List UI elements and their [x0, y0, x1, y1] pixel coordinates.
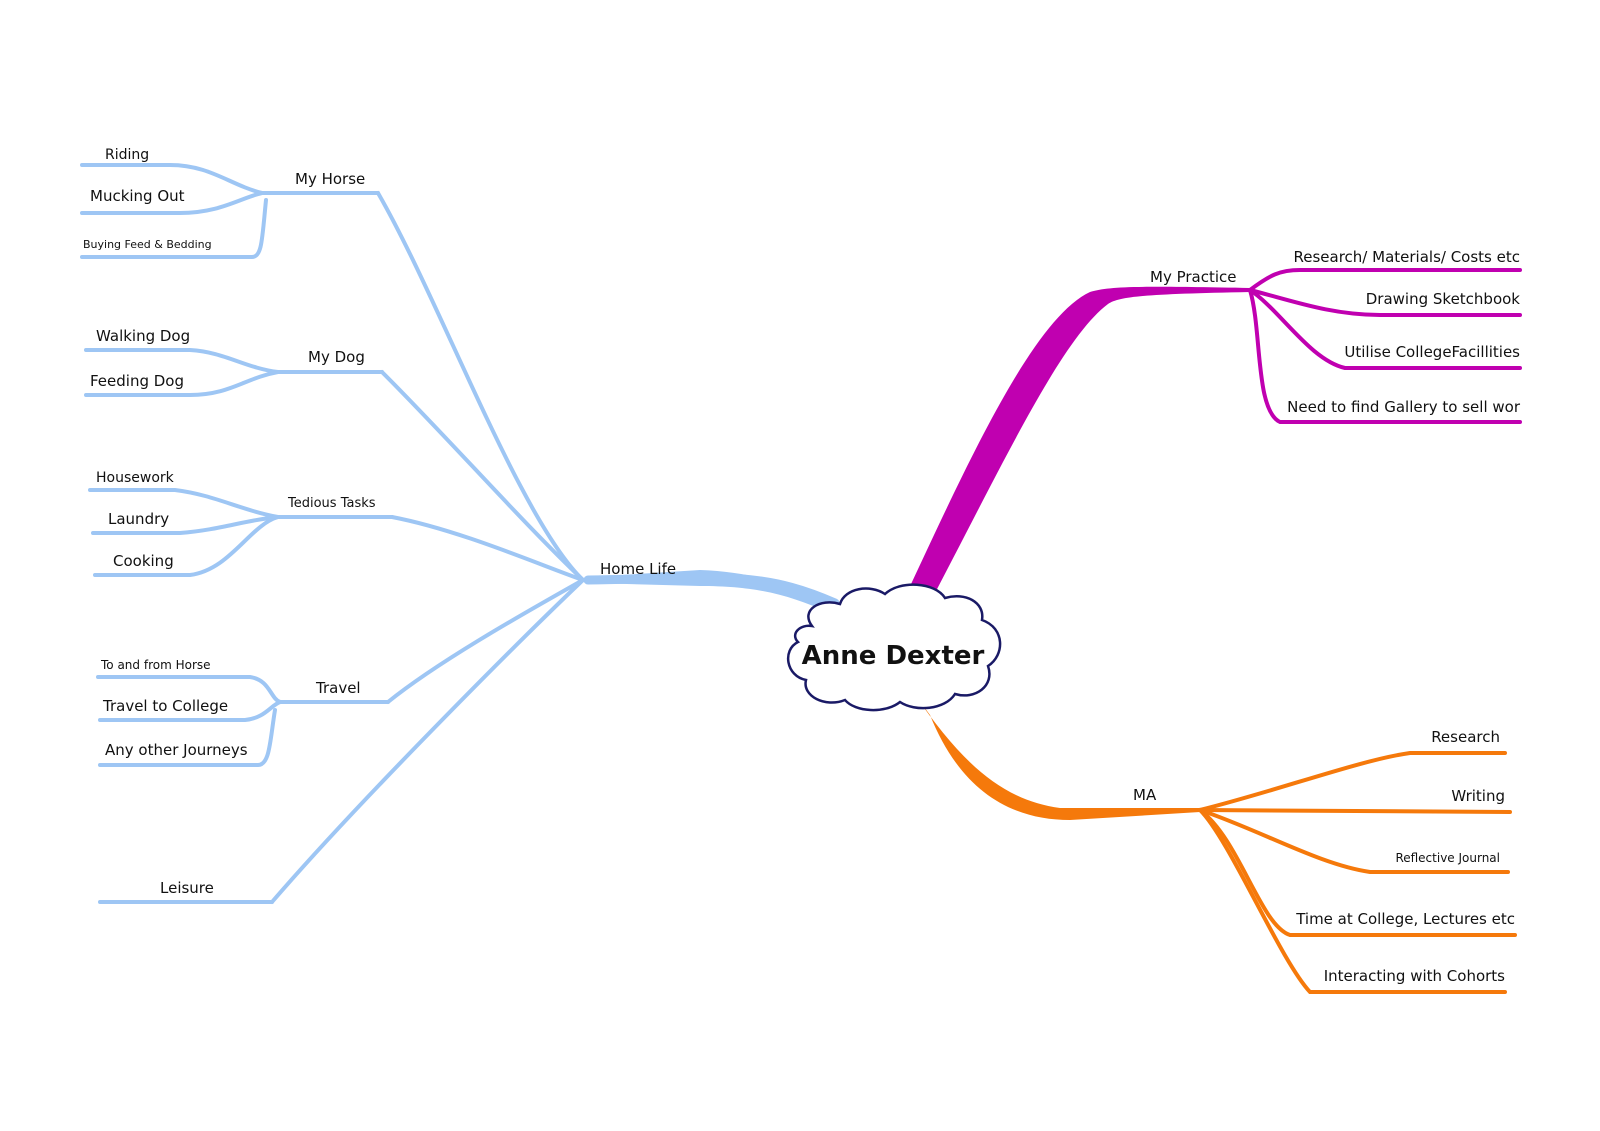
research-materials-label[interactable]: Research/ Materials/ Costs etc — [1294, 248, 1521, 266]
utilise-college-link — [1248, 288, 1522, 370]
walking-dog-link — [84, 348, 280, 374]
central-node[interactable]: Anne Dexter — [786, 583, 1002, 712]
interacting-cohorts-label[interactable]: Interacting with Cohorts — [1324, 967, 1505, 985]
walking-dog-label[interactable]: Walking Dog — [96, 327, 190, 345]
my-dog-label[interactable]: My Dog — [308, 348, 365, 366]
buying-feed-label[interactable]: Buying Feed & Bedding — [83, 238, 212, 251]
cooking-link — [93, 515, 280, 577]
home-life-label[interactable]: Home Life — [600, 560, 676, 578]
ma-label[interactable]: MA — [1133, 786, 1157, 804]
my-horse-label[interactable]: My Horse — [295, 170, 365, 188]
mucking-out-label[interactable]: Mucking Out — [90, 187, 185, 205]
leisure-label[interactable]: Leisure — [160, 879, 214, 897]
research-ma-label[interactable]: Research — [1431, 728, 1500, 746]
cloud-shape — [786, 583, 1002, 712]
link-tedious-tasks — [390, 515, 585, 582]
central-title: Anne Dexter — [802, 641, 985, 671]
to-and-from-horse-label[interactable]: To and from Horse — [100, 658, 211, 672]
writing-label[interactable]: Writing — [1451, 787, 1505, 805]
research-materials-link — [1248, 268, 1522, 292]
riding-link — [80, 163, 264, 195]
drawing-sketchbook-link — [1248, 288, 1522, 317]
feeding-dog-link — [84, 370, 280, 397]
home-life-branch — [80, 163, 840, 904]
utilise-college-label[interactable]: Utilise CollegeFacillities — [1344, 343, 1520, 361]
drawing-sketchbook-label[interactable]: Drawing Sketchbook — [1366, 290, 1521, 308]
my-practice-trunk-fill — [898, 286, 1250, 612]
reflective-journal-label[interactable]: Reflective Journal — [1395, 851, 1500, 865]
travel-label[interactable]: Travel — [315, 679, 361, 697]
travel-to-college-label[interactable]: Travel to College — [102, 697, 228, 715]
riding-label[interactable]: Riding — [105, 147, 149, 163]
time-at-college-link — [1198, 808, 1517, 937]
find-gallery-link — [1248, 288, 1522, 424]
tedious-tasks-label[interactable]: Tedious Tasks — [287, 496, 376, 511]
mucking-out-link — [80, 191, 264, 215]
laundry-link — [91, 515, 280, 535]
interacting-cohorts-link — [1198, 808, 1507, 994]
travel-to-college-link — [98, 700, 282, 722]
any-other-journeys-link — [98, 708, 277, 767]
cooking-label[interactable]: Cooking — [113, 552, 174, 570]
link-my-horse — [376, 191, 585, 582]
housework-label[interactable]: Housework — [96, 470, 175, 486]
home-life-trunk-fill — [590, 570, 838, 612]
ma-branch — [915, 695, 1517, 994]
link-leisure — [270, 578, 585, 904]
reflective-journal-link — [1198, 808, 1510, 874]
link-my-dog — [380, 370, 585, 582]
writing-link — [1198, 808, 1512, 814]
ma-trunk-fill — [915, 695, 1200, 820]
time-at-college-label[interactable]: Time at College, Lectures etc — [1295, 910, 1515, 928]
feeding-dog-label[interactable]: Feeding Dog — [90, 372, 184, 390]
laundry-label[interactable]: Laundry — [108, 510, 169, 528]
find-gallery-label[interactable]: Need to find Gallery to sell wor — [1287, 398, 1521, 416]
research-ma-link — [1198, 751, 1507, 812]
my-practice-label[interactable]: My Practice — [1150, 268, 1237, 286]
housework-link — [88, 488, 280, 519]
buying-feed-link — [80, 198, 268, 259]
my-practice-branch — [898, 268, 1522, 612]
any-other-journeys-label[interactable]: Any other Journeys — [105, 741, 248, 759]
to-and-from-horse-link — [96, 675, 282, 704]
link-travel — [386, 578, 585, 704]
